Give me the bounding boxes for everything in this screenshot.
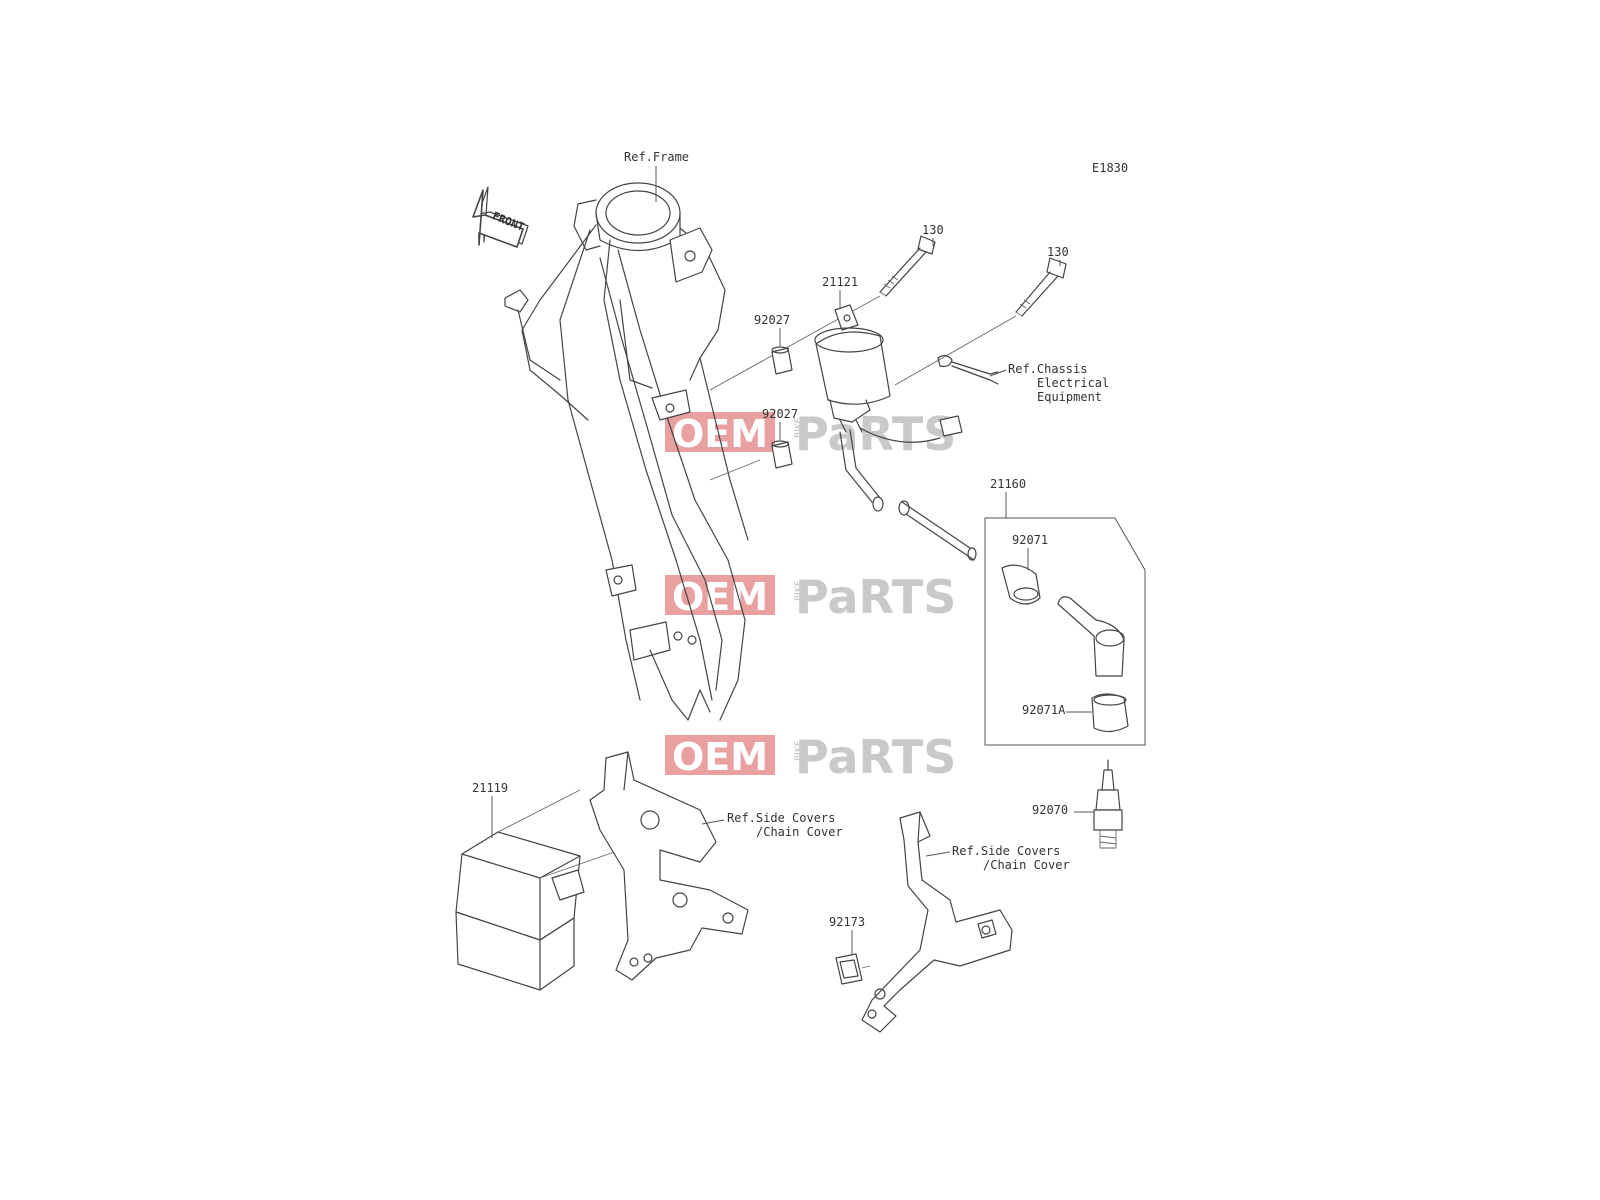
cap-part-92071 <box>1001 564 1041 605</box>
label-ref-chassis-3: Equipment <box>1037 390 1102 404</box>
label-ref-side-covers-a2: /Chain Cover <box>756 825 843 839</box>
damper-92173 <box>835 953 871 985</box>
ht-lead-rod <box>898 500 977 561</box>
label-collar-92027-lower: 92027 <box>762 407 798 421</box>
watermark-oem-text: OEM <box>672 412 768 456</box>
watermark-parts-text: PaRTS <box>795 730 956 784</box>
igniter-unit <box>455 789 621 991</box>
watermark-oem-text: OEM <box>672 735 768 779</box>
label-ref-side-covers-b1: Ref.Side Covers <box>952 844 1060 858</box>
label-damper-92173: 92173 <box>829 915 865 929</box>
collar-92027-lower <box>771 440 793 469</box>
collar-92027-upper <box>771 346 793 375</box>
label-igniter-21119: 21119 <box>472 781 508 795</box>
watermark-bike-text: BIKE <box>794 580 804 601</box>
igniter-bracket <box>589 751 749 981</box>
frame-part <box>504 182 749 721</box>
bolt-130-a <box>879 235 936 297</box>
diagram-code: E1830 <box>1092 161 1128 175</box>
watermark-bike-text: BIKE <box>794 417 804 438</box>
label-ref-frame: Ref.Frame <box>624 150 689 164</box>
ground-terminal <box>937 354 999 385</box>
label-bolt-130-b: 130 <box>1047 245 1069 259</box>
watermark-bike-text: BIKE <box>794 740 804 761</box>
label-cap-part-92071: 92071 <box>1012 533 1048 547</box>
watermark-bottom: OEM BIKE PaRTS <box>665 730 956 784</box>
label-ref-side-covers-b2: /Chain Cover <box>983 858 1070 872</box>
watermark-top: OEM BIKE PaRTS <box>665 407 956 461</box>
spark-plug <box>1093 759 1123 849</box>
front-arrow-icon: FRONT <box>472 186 529 248</box>
watermark-middle: OEM BIKE PaRTS <box>665 570 956 624</box>
bolt-130-b <box>1015 257 1067 317</box>
label-ref-chassis-1: Ref.Chassis <box>1008 362 1087 376</box>
ignition-coil <box>814 304 963 512</box>
label-cap-part-92071a: 92071A <box>1022 703 1066 717</box>
watermark-parts-text: PaRTS <box>795 407 956 461</box>
watermark-parts-text: PaRTS <box>795 570 956 624</box>
label-ref-chassis-2: Electrical <box>1037 376 1109 390</box>
label-spark-plug-92070: 92070 <box>1032 803 1068 817</box>
cap-part-92071a <box>1091 693 1129 733</box>
label-cap-assy-21160: 21160 <box>990 477 1026 491</box>
label-bolt-130-a: 130 <box>922 223 944 237</box>
label-ref-side-covers-a1: Ref.Side Covers <box>727 811 835 825</box>
label-collar-92027-upper: 92027 <box>754 313 790 327</box>
label-coil-21121: 21121 <box>822 275 858 289</box>
watermark-oem-text: OEM <box>672 575 768 619</box>
side-cover-bracket <box>861 811 1013 1033</box>
plug-cap-boot <box>1057 596 1125 677</box>
cap-assy-box <box>984 517 1146 746</box>
